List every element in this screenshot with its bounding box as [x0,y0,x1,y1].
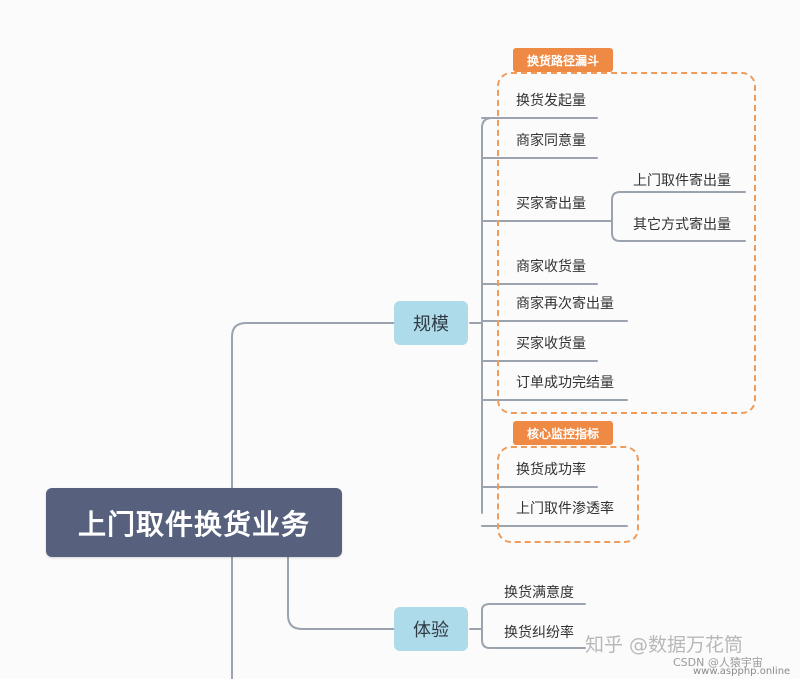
core-group-box [497,446,639,543]
branch-scale[interactable]: 规模 [394,301,468,345]
funnel-group-box [497,72,756,414]
watermark-csdn: CSDN @人猿宇宙 [673,656,763,669]
leaf-order-completed[interactable]: 订单成功完结量 [516,375,614,391]
leaf-other-shipped[interactable]: 其它方式寄出量 [633,217,731,233]
leaf-merchant-received[interactable]: 商家收货量 [516,259,586,275]
funnel-group-title: 换货路径漏斗 [526,53,599,68]
leaf-pickup-penetration-rate[interactable]: 上门取件渗透率 [516,501,614,517]
leaf-exchange-success-rate[interactable]: 换货成功率 [516,462,586,478]
leaf-buyer-shipped[interactable]: 买家寄出量 [516,196,586,212]
leaf-exchange-dispute-rate[interactable]: 换货纠纷率 [504,625,574,641]
leaf-exchange-initiated[interactable]: 换货发起量 [516,93,586,109]
leaf-pickup-shipped[interactable]: 上门取件寄出量 [633,173,731,189]
leaf-buyer-received[interactable]: 买家收货量 [516,336,586,352]
funnel-group-tag: 换货路径漏斗 [513,48,613,72]
leaf-merchant-agreed[interactable]: 商家同意量 [516,133,586,149]
root-node[interactable]: 上门取件换货业务 [46,488,342,557]
branch-experience[interactable]: 体验 [394,607,468,651]
branch-experience-label: 体验 [413,620,449,641]
watermark-zhihu: 知乎 @数据万花筒 [585,634,744,656]
core-group-title: 核心监控指标 [526,426,599,441]
core-group-tag: 核心监控指标 [513,421,613,445]
branch-scale-label: 规模 [413,314,449,335]
root-node-label: 上门取件换货业务 [77,507,310,541]
watermark-site: www.aspphp.online [693,666,791,677]
leaf-exchange-satisfaction[interactable]: 换货满意度 [504,585,574,601]
leaf-merchant-reshipped[interactable]: 商家再次寄出量 [516,296,614,312]
